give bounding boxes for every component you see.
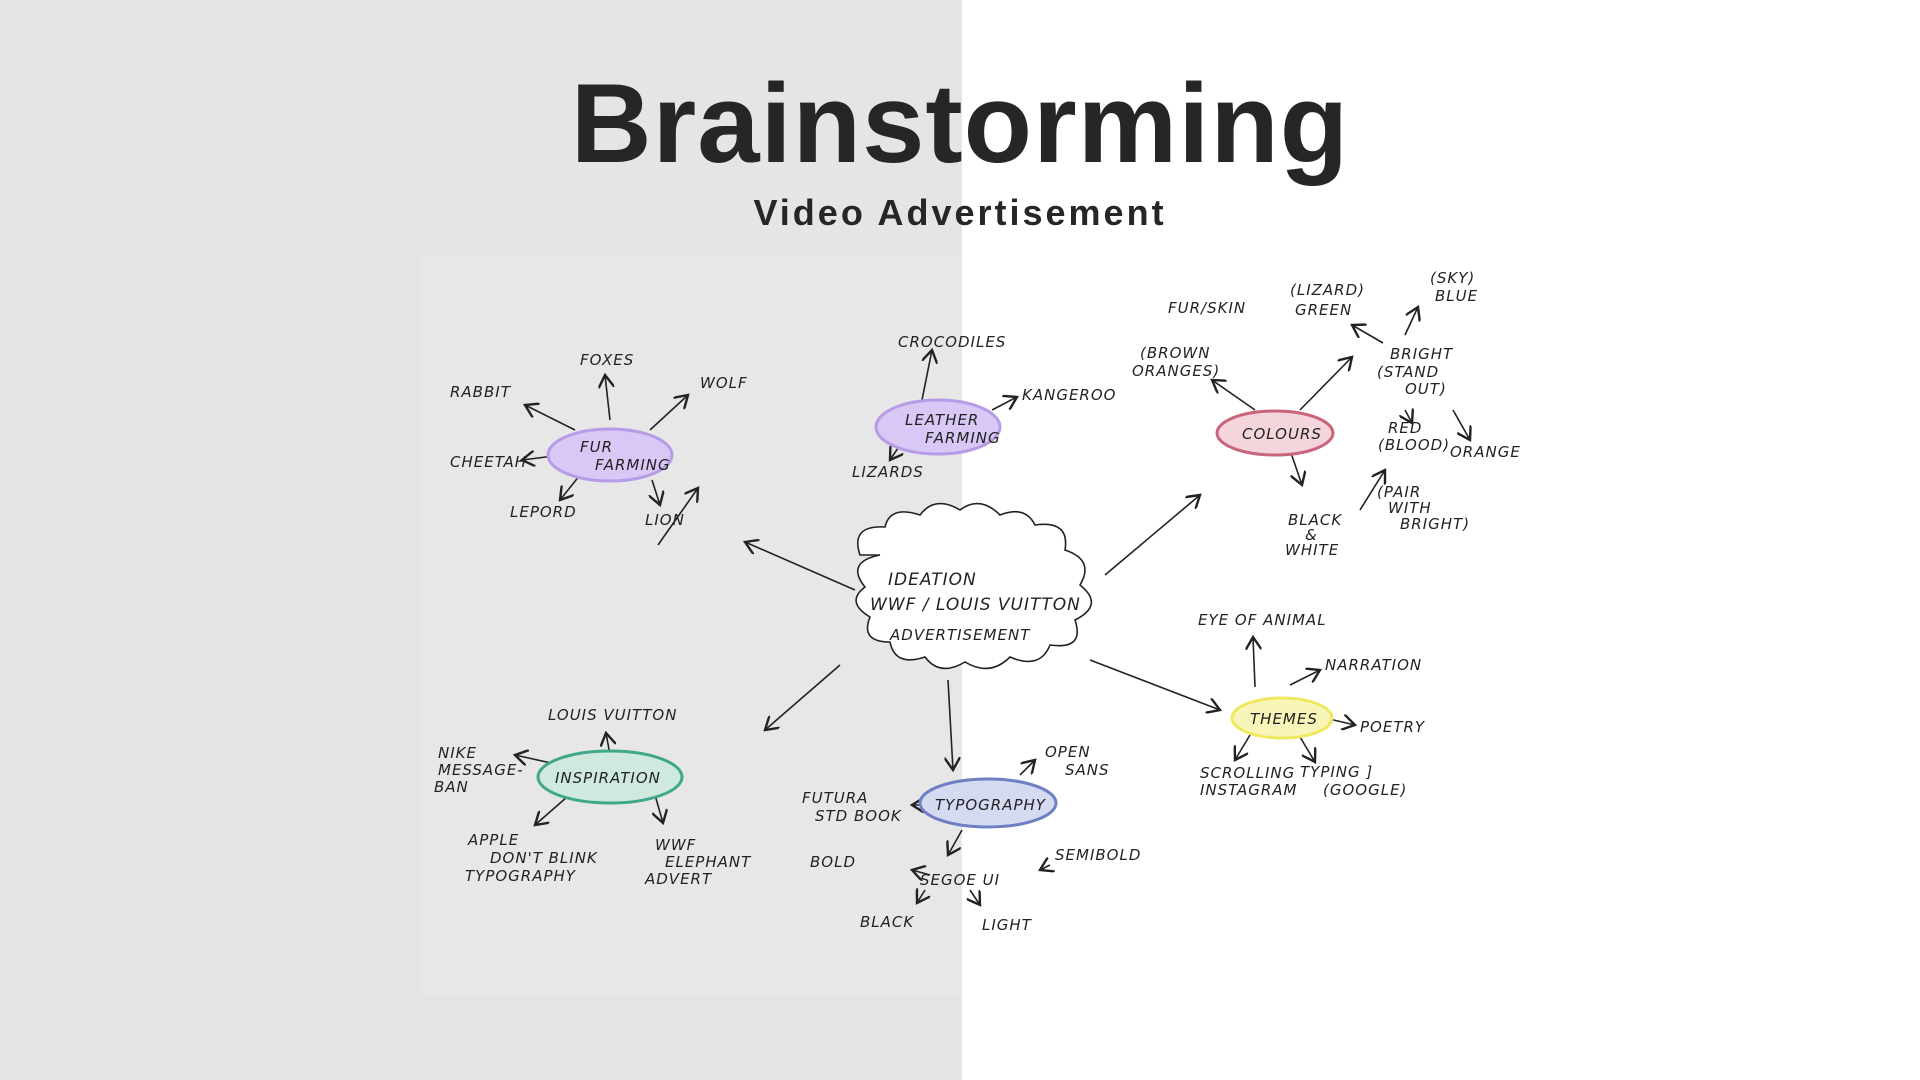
mind-map-sketch: IDEATION WWF / LOUIS VUITTON ADVERTISEME…: [420, 255, 1520, 995]
leather-child-lizards: LIZARDS: [852, 463, 924, 481]
themes-node: THEMES: [1230, 696, 1334, 740]
inspiration-child-nike-1: NIKE: [438, 744, 477, 762]
typography-child-bold: BOLD: [810, 853, 856, 871]
colours-child-bw-3: WHITE: [1285, 541, 1339, 559]
typography-child-futura-1: FUTURA: [802, 789, 868, 807]
themes-child-typing-1: TYPING ]: [1300, 763, 1373, 781]
colours-child-bw-1: BLACK: [1288, 511, 1342, 529]
fur-farming-label-2: FARMING: [595, 456, 671, 474]
colours-child-red-2: (BLOOD): [1378, 436, 1450, 454]
leather-farming-label-2: FARMING: [925, 429, 1001, 447]
colours-child-sky-2: BLUE: [1435, 287, 1478, 305]
themes-child-eye: EYE OF ANIMAL: [1198, 611, 1327, 629]
colours-child-brown-1: (BROWN: [1140, 344, 1210, 362]
colours-child-bw-2: &: [1305, 526, 1318, 544]
themes-child-narration: NARRATION: [1325, 656, 1422, 674]
fur-child-lepord: LEPORD: [510, 503, 577, 521]
inspiration-child-wwf-1: WWF: [655, 836, 696, 854]
background-split-left: [0, 0, 962, 1080]
inspiration-child-apple-3: TYPOGRAPHY: [465, 867, 577, 885]
typography-child-black: BLACK: [860, 913, 914, 931]
colours-node: COLOURS: [1215, 409, 1335, 457]
typography-label: TYPOGRAPHY: [935, 796, 1047, 814]
page-subtitle: Video Advertisement: [753, 192, 1167, 233]
colours-child-bright-2: (STAND: [1377, 363, 1439, 381]
leather-farming-node: LEATHER FARMING: [874, 398, 1002, 456]
colours-child-lizard-1: (LIZARD): [1290, 281, 1365, 299]
colours-child-bright-1: BRIGHT: [1390, 345, 1454, 363]
inspiration-child-apple-2: DON'T BLINK: [490, 849, 598, 867]
center-label-3: ADVERTISEMENT: [889, 626, 1031, 644]
colours-child-red-1: RED: [1388, 419, 1422, 437]
center-node: IDEATION WWF / LOUIS VUITTON ADVERTISEME…: [855, 502, 1093, 670]
inspiration-child-wwf-3: ADVERT: [644, 870, 713, 888]
inspiration-child-nike-2: MESSAGE-: [438, 761, 524, 779]
colours-child-brown-2: ORANGES): [1132, 362, 1220, 380]
colours-child-bright-3: OUT): [1405, 380, 1447, 398]
center-label-2: WWF / LOUIS VUITTON: [870, 595, 1081, 615]
themes-child-scroll-1: SCROLLING: [1200, 764, 1295, 782]
inspiration-label: INSPIRATION: [555, 769, 661, 787]
typography-child-open-2: SANS: [1065, 761, 1110, 779]
fur-child-wolf: WOLF: [700, 374, 748, 392]
page-title: Brainstorming: [570, 61, 1350, 186]
inspiration-child-nike-3: BAN: [434, 778, 469, 796]
fur-child-lion: LION: [645, 511, 685, 529]
colours-child-pair-2: WITH: [1388, 499, 1432, 517]
colours-label: COLOURS: [1242, 425, 1322, 443]
connector-lines: [515, 307, 1470, 905]
typography-child-light: LIGHT: [982, 916, 1033, 934]
mind-map-canvas: IDEATION WWF / LOUIS VUITTON ADVERTISEME…: [434, 269, 1520, 934]
themes-child-scroll-2: INSTAGRAM: [1200, 781, 1297, 799]
leather-farming-label-1: LEATHER: [905, 411, 979, 429]
fur-child-cheetah: CHEETAH: [450, 453, 527, 471]
colours-child-lizard-2: GREEN: [1295, 301, 1352, 319]
colours-child-pair-3: BRIGHT): [1400, 515, 1470, 533]
fur-child-rabbit: RABBIT: [450, 383, 512, 401]
inspiration-child-lv: LOUIS VUITTON: [548, 706, 677, 724]
typography-child-open-1: OPEN: [1045, 743, 1091, 761]
fur-child-foxes: FOXES: [580, 351, 634, 369]
colours-child-fur-skin: FUR/SKIN: [1168, 299, 1246, 317]
themes-child-poetry: POETRY: [1360, 718, 1426, 736]
typography-child-semibold: SEMIBOLD: [1055, 846, 1141, 864]
fur-farming-node: FUR FARMING: [546, 427, 674, 483]
leather-child-kangeroo: KANGEROO: [1022, 386, 1116, 404]
typography-child-segoe: SEGOE UI: [920, 871, 1000, 889]
colours-child-pair-1: (PAIR: [1377, 483, 1421, 501]
themes-child-typing-2: (GOOGLE): [1323, 781, 1407, 799]
colours-child-orange: ORANGE: [1450, 443, 1520, 461]
typography-node: TYPOGRAPHY: [918, 777, 1058, 829]
colours-child-sky-1: (SKY): [1430, 269, 1475, 287]
typography-child-futura-2: STD BOOK: [815, 807, 902, 825]
themes-label: THEMES: [1250, 710, 1318, 728]
fur-farming-label-1: FUR: [580, 438, 613, 456]
inspiration-child-apple-1: APPLE: [467, 831, 519, 849]
inspiration-child-wwf-2: ELEPHANT: [665, 853, 752, 871]
center-label-1: IDEATION: [888, 570, 977, 590]
leather-child-crocodiles: CROCODILES: [898, 333, 1006, 351]
inspiration-node: INSPIRATION: [536, 749, 684, 805]
